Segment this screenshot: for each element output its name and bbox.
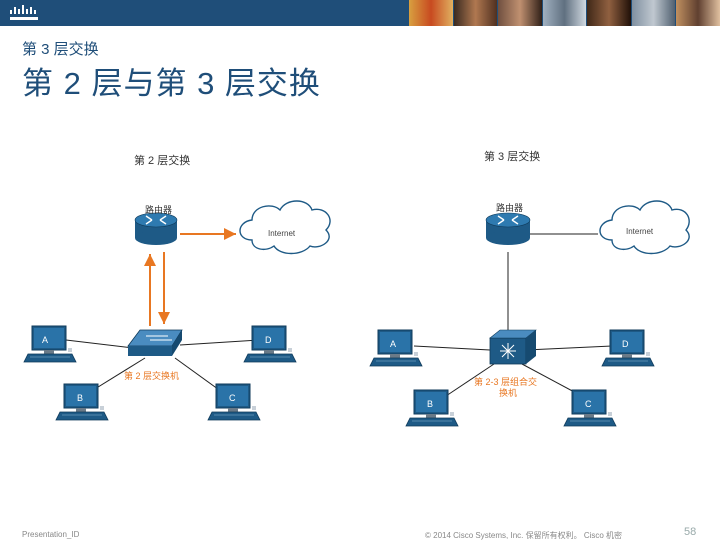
top-banner bbox=[0, 0, 720, 26]
left-pc-c: C bbox=[207, 383, 261, 421]
left-pc-d: D bbox=[243, 325, 297, 363]
cisco-logo-icon bbox=[10, 5, 38, 20]
right-pc-b: B bbox=[405, 389, 459, 427]
left-link-switch-d bbox=[179, 339, 259, 346]
right-switch-label-line1: 第 2-3 层组合交 bbox=[474, 376, 537, 387]
left-router-icon bbox=[134, 212, 178, 245]
footer-presentation-id: Presentation_ID bbox=[22, 530, 80, 539]
right-router-label: 路由器 bbox=[496, 202, 523, 213]
left-pc-b: B bbox=[55, 383, 109, 421]
svg-text:C: C bbox=[585, 399, 592, 409]
right-pc-a: A bbox=[369, 329, 423, 367]
left-switch-icon bbox=[127, 329, 183, 356]
right-router-icon bbox=[485, 212, 531, 245]
svg-text:D: D bbox=[622, 339, 629, 349]
pc-icon bbox=[23, 325, 77, 363]
right-link-switch-a bbox=[413, 345, 491, 351]
left-internet-label: Internet bbox=[268, 229, 296, 238]
svg-text:B: B bbox=[427, 399, 433, 409]
svg-text:D: D bbox=[265, 335, 272, 345]
footer-copyright: © 2014 Cisco Systems, Inc. 保留所有权利。 Cisco… bbox=[425, 531, 623, 540]
left-cloud-icon bbox=[239, 200, 331, 255]
svg-text:A: A bbox=[390, 339, 396, 349]
left-link-switch-c bbox=[174, 357, 223, 393]
svg-text:A: A bbox=[42, 335, 48, 345]
left-router-label: 路由器 bbox=[145, 204, 172, 215]
right-internet-label: Internet bbox=[626, 227, 654, 236]
right-link-switch-d bbox=[525, 345, 613, 351]
svg-text:C: C bbox=[229, 393, 236, 403]
right-pc-d: D bbox=[601, 329, 655, 367]
right-link-switch-c bbox=[521, 363, 579, 395]
right-multilayer-switch-icon bbox=[489, 329, 537, 365]
right-link-switch-b bbox=[445, 363, 495, 397]
right-pc-c: C bbox=[563, 389, 617, 427]
left-section-label: 第 2 层交换 bbox=[134, 153, 190, 167]
svg-text:B: B bbox=[77, 393, 83, 403]
photo-strip bbox=[408, 0, 720, 26]
right-section-label: 第 3 层交换 bbox=[484, 149, 540, 163]
right-switch-label-line2: 换机 bbox=[499, 387, 517, 398]
right-cloud-icon bbox=[599, 200, 690, 255]
section-kicker: 第 3 层交换 bbox=[22, 41, 99, 58]
left-link-switch-b bbox=[89, 357, 146, 393]
page-number: 58 bbox=[684, 526, 697, 538]
page-title: 第 2 层与第 3 层交换 bbox=[22, 66, 321, 101]
left-switch-label: 第 2 层交换机 bbox=[124, 370, 179, 381]
left-pc-a: A bbox=[23, 325, 77, 363]
